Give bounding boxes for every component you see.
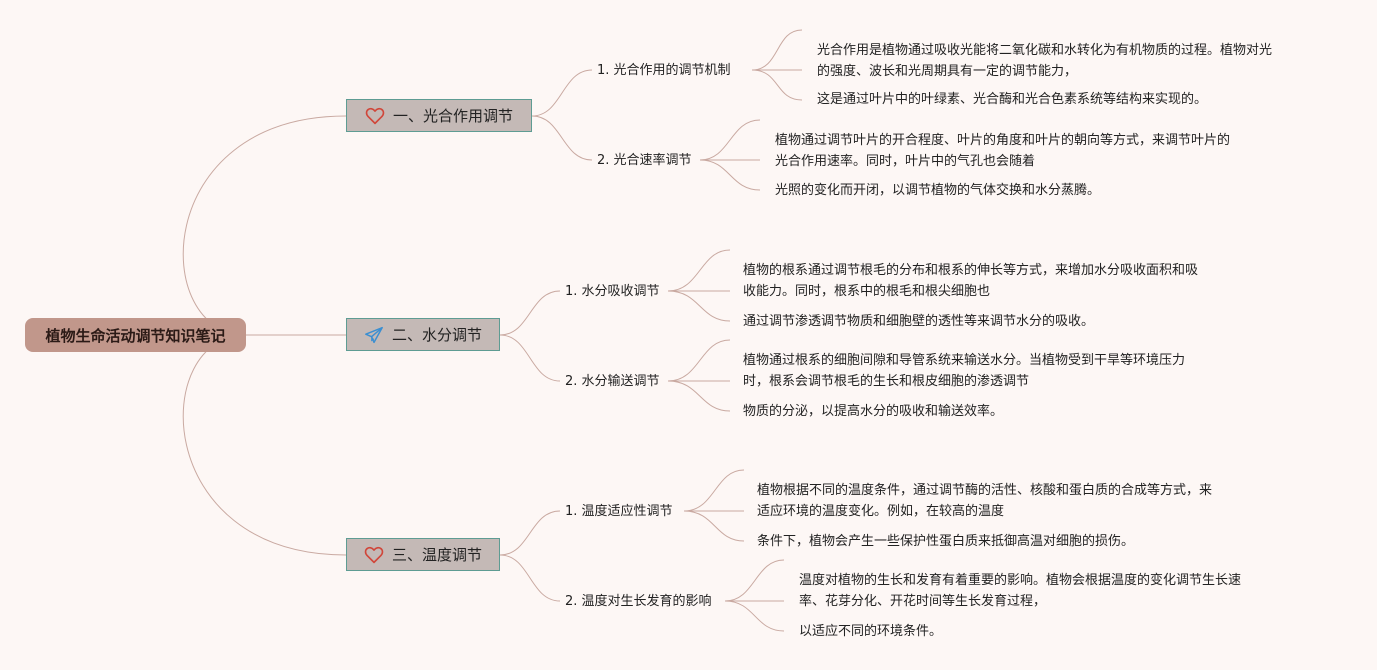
leaf-node-text[interactable]: 植物的根系通过调节根毛的分布和根系的伸长等方式，来增加水分吸收面积和吸 [743,263,1199,278]
branch-node-label: 一、光合作用调节 [392,107,513,125]
sub-node[interactable]: 1. 光合作用的调节机制 [597,63,731,78]
branch-node-label: 二、水分调节 [391,326,482,344]
leaf-node-text[interactable]: 通过调节渗透调节物质和细胞壁的透性等来调节水分的吸收。 [743,314,1095,329]
heart-icon [365,106,385,126]
leaf-node-text[interactable]: 收能力。同时，根系中的根毛和根尖细胞也 [743,284,991,299]
branch-node-temperature[interactable]: 三、温度调节 [346,538,500,571]
leaf-node-text[interactable]: 率、花芽分化、开花时间等生长发育过程， [799,594,1047,609]
leaf-node-text[interactable]: 植物根据不同的温度条件，通过调节酶的活性、核酸和蛋白质的合成等方式，来 [757,483,1213,498]
sub-node[interactable]: 2. 光合速率调节 [597,153,692,168]
leaf-node-text[interactable]: 适应环境的温度变化。例如，在较高的温度 [757,504,1005,519]
sub-node[interactable]: 1. 温度适应性调节 [565,504,673,519]
leaf-node-text[interactable]: 这是通过叶片中的叶绿素、光合酶和光合色素系统等结构来实现的。 [817,92,1208,107]
sub-node[interactable]: 1. 水分吸收调节 [565,284,660,299]
root-node[interactable]: 植物生命活动调节知识笔记 [25,318,246,352]
root-node-label: 植物生命活动调节知识笔记 [45,326,226,345]
branch-node-photosynthesis[interactable]: 一、光合作用调节 [346,99,532,132]
sub-node[interactable]: 2. 水分输送调节 [565,374,660,389]
leaf-node-text[interactable]: 物质的分泌，以提高水分的吸收和输送效率。 [743,404,1004,419]
leaf-node-text[interactable]: 时，根系会调节根毛的生长和根皮细胞的渗透调节 [743,374,1030,389]
branch-node-label: 三、温度调节 [391,546,482,564]
leaf-node-text[interactable]: 的强度、波长和光周期具有一定的调节能力， [817,64,1078,79]
leaf-node-text[interactable]: 光照的变化而开闭，以调节植物的气体交换和水分蒸腾。 [775,183,1101,198]
branch-node-water[interactable]: 二、水分调节 [346,318,500,351]
leaf-node-text[interactable]: 植物通过调节叶片的开合程度、叶片的角度和叶片的朝向等方式，来调节叶片的 [775,133,1231,148]
leaf-node-text[interactable]: 光合作用速率。同时，叶片中的气孔也会随着 [775,154,1036,169]
paper-plane-icon [364,325,384,345]
heart-icon [364,545,384,565]
leaf-node-text[interactable]: 以适应不同的环境条件。 [799,624,943,639]
leaf-node-text[interactable]: 植物通过根系的细胞间隙和导管系统来输送水分。当植物受到干旱等环境压力 [743,353,1186,368]
sub-node[interactable]: 2. 温度对生长发育的影响 [565,594,712,609]
leaf-node-text[interactable]: 温度对植物的生长和发育有着重要的影响。植物会根据温度的变化调节生长速 [799,573,1242,588]
leaf-node-text[interactable]: 条件下，植物会产生一些保护性蛋白质来抵御高温对细胞的损伤。 [757,534,1135,549]
leaf-node-text[interactable]: 光合作用是植物通过吸收光能将二氧化碳和水转化为有机物质的过程。植物对光 [817,43,1273,58]
